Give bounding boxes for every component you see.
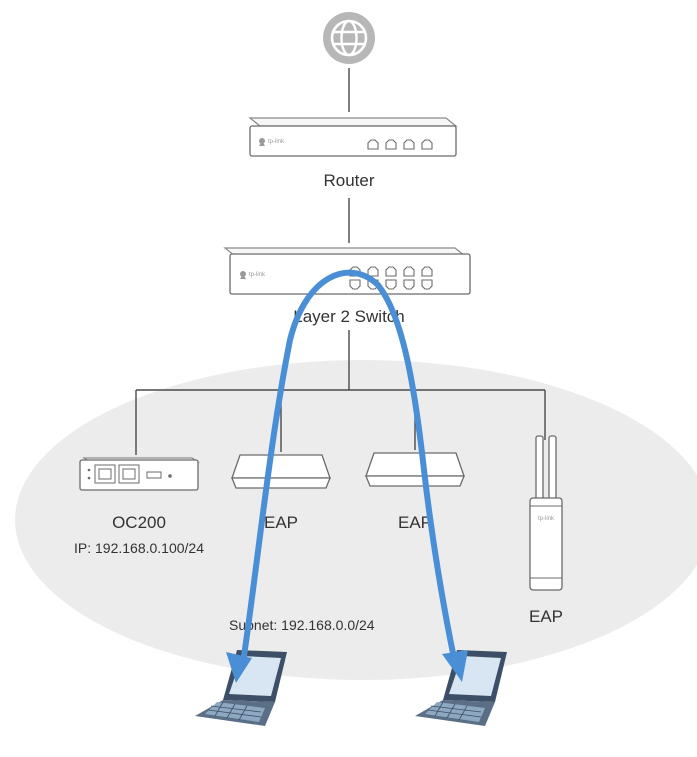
outdoor-access-point-icon: tp-link	[529, 435, 563, 591]
wires	[135, 68, 546, 455]
controller-ip-label: IP: 192.168.0.100/24	[74, 540, 204, 556]
switch-logo: tp-link	[249, 272, 266, 278]
subnet-area	[15, 360, 697, 680]
outdoor-eap-logo: tp-link	[538, 516, 555, 522]
ceiling-access-point-icon	[365, 452, 465, 487]
router-logo: tp-link	[268, 139, 285, 145]
switch-label: Layer 2 Switch	[293, 307, 405, 326]
eap-3-label: EAP	[529, 607, 563, 626]
router-label: Router	[323, 171, 374, 190]
subnet-label: Subnet: 192.168.0.0/24	[229, 617, 375, 633]
eap-2-label: EAP	[398, 513, 432, 532]
eap-1-label: EAP	[264, 513, 298, 532]
controller-label: OC200	[112, 513, 166, 532]
globe-icon	[323, 12, 375, 64]
ceiling-access-point-icon	[231, 454, 331, 489]
traffic-flow-arrow	[226, 269, 468, 683]
router-icon: tp-link	[248, 117, 458, 157]
oc200-controller-icon	[79, 457, 200, 491]
